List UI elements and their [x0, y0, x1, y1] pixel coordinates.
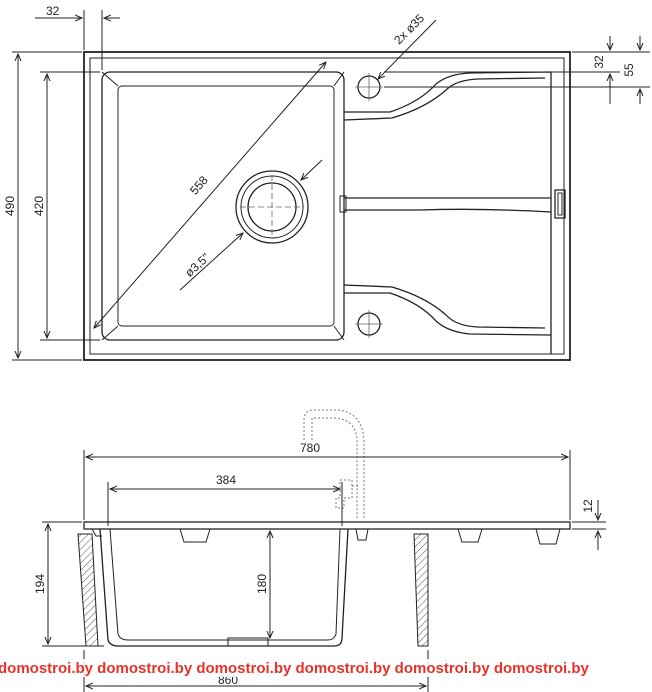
watermark: domostroi.by domostroi.by domostroi.by d… [0, 659, 652, 677]
bowl-section [91, 528, 349, 647]
dim-diagonal: 558 [94, 62, 326, 328]
dim-thickness: 12 [572, 499, 606, 550]
dim-left-offset-label: 32 [46, 4, 60, 18]
dim-bowl-width: 384 [107, 473, 343, 526]
tap-hole-bottom-icon [355, 310, 383, 338]
dim-bowl-height: 420 [32, 71, 100, 341]
dim-right-55-label: 55 [622, 63, 636, 77]
dim-depth-inner: 180 [255, 531, 270, 638]
dim-depth-outer-label: 194 [33, 574, 47, 594]
dim-left-offset: 32 [35, 4, 120, 70]
sink-outline [83, 51, 571, 361]
faucet-icon [303, 409, 365, 520]
worktop [83, 521, 571, 530]
dim-depth-inner-label: 180 [255, 574, 269, 594]
dim-overall-height: 490 [3, 51, 82, 361]
dim-overall-width-label: 780 [300, 441, 320, 455]
dim-thickness-label: 12 [581, 499, 595, 513]
dim-bowl-width-label: 384 [216, 473, 236, 487]
dim-depth-outer: 194 [33, 521, 104, 647]
drainboard [339, 71, 566, 354]
bowl-inner [117, 85, 335, 327]
dim-overall-width: 780 [83, 441, 571, 520]
dim-bowl-height-label: 420 [32, 196, 46, 216]
dim-holes: 2x ø35 [378, 11, 437, 79]
dim-overall-height-label: 490 [3, 196, 17, 216]
side-view: 780 384 12 194 180 [33, 409, 606, 692]
dim-diagonal-label: 558 [187, 173, 211, 198]
dim-right: 32 55 [384, 36, 650, 104]
dim-right-32-label: 32 [592, 55, 606, 69]
watermark-text: domostroi.by domostroi.by domostroi.by d… [0, 660, 590, 677]
sink-inner-outline [89, 57, 565, 355]
dim-holes-label: 2x ø35 [391, 11, 427, 47]
tap-hole-top-icon [355, 73, 383, 101]
drain-icon [235, 170, 309, 244]
top-view: 32 490 420 558 ø3,5" [3, 4, 650, 361]
